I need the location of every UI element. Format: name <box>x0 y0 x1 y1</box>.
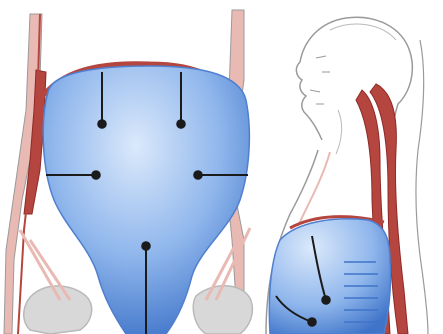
panel-divider <box>254 0 264 334</box>
side-abdominal-balloon <box>269 219 390 334</box>
front-view-panel <box>4 10 252 334</box>
pelvis-right <box>193 286 252 334</box>
torso-back-outline <box>416 40 428 334</box>
side-view-panel <box>266 17 428 334</box>
face-features <box>310 56 330 104</box>
back-muscle-strip <box>4 14 46 334</box>
